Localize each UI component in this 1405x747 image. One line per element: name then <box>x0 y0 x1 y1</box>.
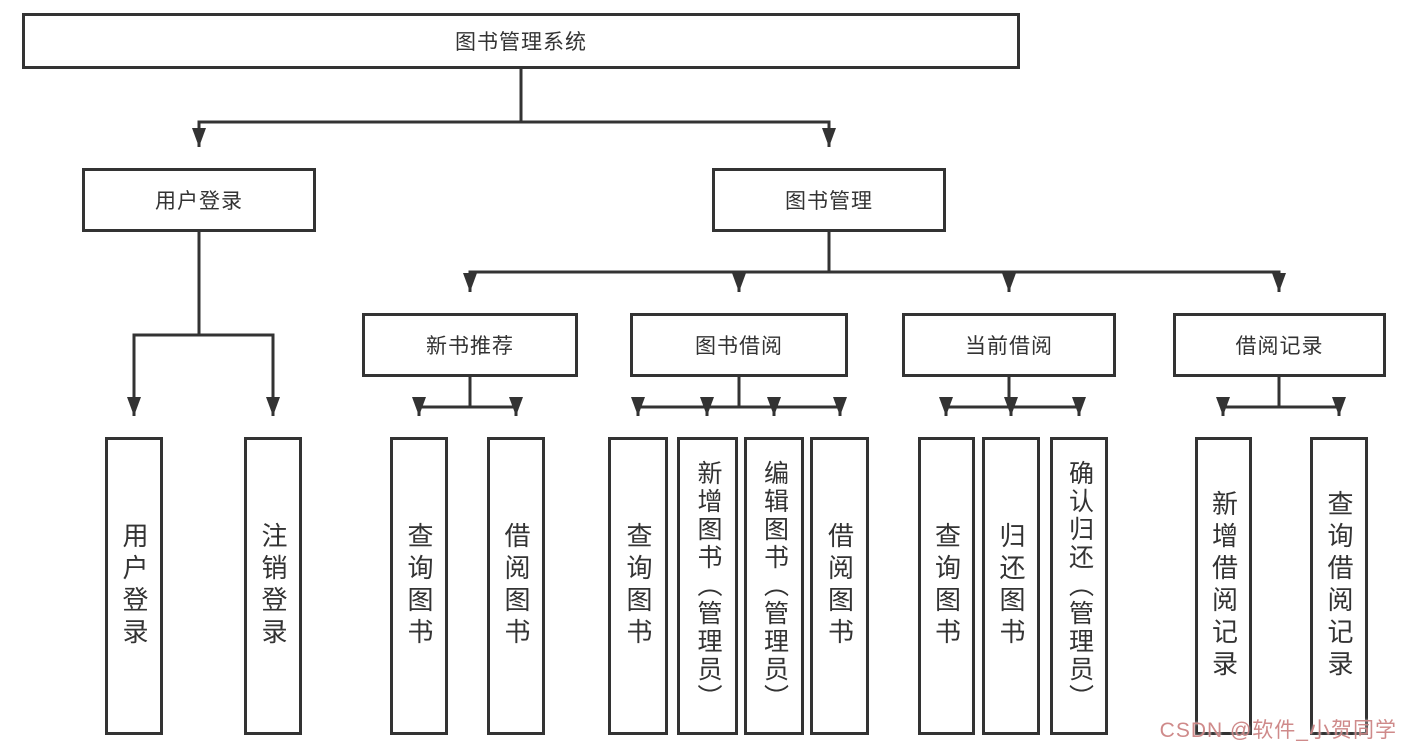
leaf-add-borrow-record: 新增借阅记录 <box>1195 437 1252 735</box>
node-label: 归还图书 <box>996 522 1026 650</box>
node-label: 查询借阅记录 <box>1324 490 1354 682</box>
node-label: 借阅记录 <box>1235 335 1324 358</box>
node-current-borrowing: 当前借阅 <box>902 313 1116 377</box>
node-new-book-recommendation: 新书推荐 <box>362 313 578 377</box>
csdn-watermark: CSDN @软件_小贺同学 <box>1159 719 1397 742</box>
node-label: 用户登录 <box>119 522 149 650</box>
node-label: 新书推荐 <box>426 335 514 358</box>
node-book-management: 图书管理 <box>712 168 946 232</box>
node-label: 新增图书（管理员） <box>694 460 722 712</box>
node-label: 图书借阅 <box>695 335 783 358</box>
node-label: 查询图书 <box>623 522 653 650</box>
leaf-borrow-books: 借阅图书 <box>810 437 869 735</box>
leaf-user-login: 用户登录 <box>105 437 163 735</box>
leaf-confirm-return-admin: 确认归还（管理员） <box>1050 437 1108 735</box>
node-label: 图书管理 <box>785 190 873 213</box>
leaf-return-books: 归还图书 <box>982 437 1040 735</box>
node-book-borrowing: 图书借阅 <box>630 313 848 377</box>
leaf-query-books-borrow: 查询图书 <box>608 437 668 735</box>
node-label: 用户登录 <box>155 190 243 213</box>
leaf-query-books-current: 查询图书 <box>918 437 975 735</box>
node-label: 图书管理系统 <box>455 31 587 54</box>
node-label: 编辑图书（管理员） <box>760 460 789 712</box>
node-label: 查询图书 <box>931 522 962 650</box>
node-label: 当前借阅 <box>965 335 1053 358</box>
node-library-management-system: 图书管理系统 <box>22 13 1020 69</box>
leaf-logout: 注销登录 <box>244 437 302 735</box>
leaf-query-books-recommend: 查询图书 <box>390 437 448 735</box>
node-borrowing-records: 借阅记录 <box>1173 313 1386 377</box>
node-label: 查询图书 <box>404 522 434 650</box>
node-label: 确认归还（管理员） <box>1065 460 1094 712</box>
leaf-borrow-books-recommend: 借阅图书 <box>487 437 545 735</box>
leaf-add-books-admin: 新增图书（管理员） <box>677 437 738 735</box>
node-label: 借阅图书 <box>501 522 531 650</box>
node-user-login: 用户登录 <box>82 168 316 232</box>
leaf-query-borrow-record: 查询借阅记录 <box>1310 437 1368 735</box>
node-label: 新增借阅记录 <box>1208 490 1239 682</box>
leaf-edit-books-admin: 编辑图书（管理员） <box>744 437 804 735</box>
node-label: 借阅图书 <box>824 522 855 650</box>
node-label: 注销登录 <box>258 522 288 650</box>
